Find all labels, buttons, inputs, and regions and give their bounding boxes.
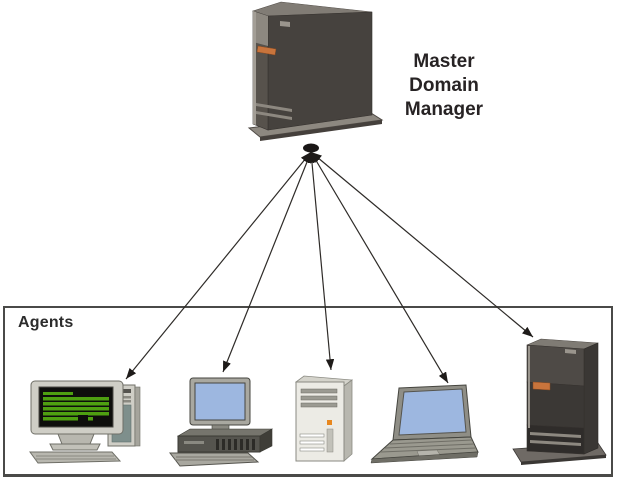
master-node-label: Master Domain Manager [404,51,484,120]
agents-group-label: Agents [18,314,74,331]
arrow-hub-point [303,143,319,153]
agents-group-box: Agents [3,306,613,477]
server-badge [256,45,277,56]
master-server-icon [247,1,384,141]
